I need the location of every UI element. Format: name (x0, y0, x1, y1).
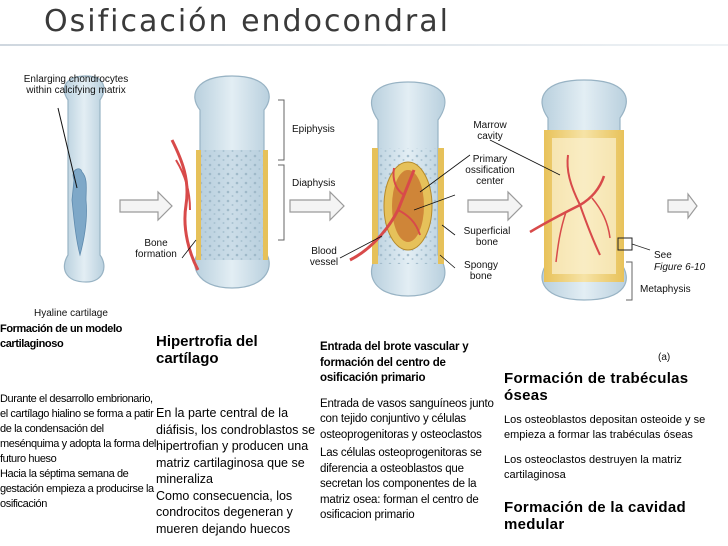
label-primary-center: Primary ossification center (456, 154, 524, 187)
label-hyaline: Hyaline cartilage (34, 308, 108, 319)
stage1-bone (58, 76, 104, 282)
label-metaphysis: Metaphysis (640, 284, 691, 295)
arrow-2 (290, 192, 344, 220)
col1-heading: Formación de un modelo cartilaginoso (0, 322, 158, 352)
col3-paragraph-2: Las células osteoprogenitoras se diferen… (320, 446, 506, 524)
col4-heading-1: Formación de trabéculas óseas (504, 370, 728, 404)
label-marrow-cavity: Marrow cavity (468, 120, 512, 142)
label-figure-ref: Figure 6-10 (654, 262, 705, 273)
page-title: Osificación endocondral (44, 4, 450, 39)
col3-paragraph-1: Entrada de vasos sanguíneos junto con te… (320, 397, 506, 444)
col1-paragraph-1: Durante el desarrollo embrionario, el ca… (0, 392, 158, 467)
arrow-1 (120, 192, 172, 220)
arrow-4 (668, 194, 697, 218)
label-epiphysis: Epiphysis (292, 124, 335, 135)
stage2-bone (172, 76, 269, 288)
column-trabeculas: Formación de trabéculas óseas Los osteob… (504, 370, 728, 533)
label-see: See (654, 250, 672, 261)
stage4-bone (490, 80, 650, 300)
label-enlarging: Enlarging chondrocytes within calcifying… (20, 74, 132, 96)
col3-heading: Entrada del brote vascular y formación d… (320, 340, 506, 387)
col2-paragraph-1: En la parte central de la diáfisis, los … (156, 405, 321, 488)
label-blood-vessel: Blood vessel (304, 246, 344, 268)
col4-paragraph-1: Los osteoblastos depositan osteoide y se… (504, 413, 728, 443)
column-brote-vascular: Entrada del brote vascular y formación d… (320, 340, 506, 524)
col1-paragraph-2: Hacia la séptima semana de gestación emp… (0, 467, 158, 512)
label-diaphysis: Diaphysis (292, 178, 335, 189)
stage3-bone (340, 82, 470, 296)
column-hipertrofia: Hipertrofia del cartílago En la parte ce… (156, 334, 321, 537)
arrow-3 (468, 192, 522, 220)
column-modelo-cartilaginoso: Formación de un modelo cartilaginoso Dur… (0, 322, 158, 512)
col2-paragraph-2: Como consecuencia, los condrocitos degen… (156, 488, 321, 538)
col4-heading-2: Formación de la cavidad medular (504, 499, 728, 533)
label-bone-formation: Bone formation (132, 238, 180, 260)
label-superficial-bone: Superficial bone (456, 226, 518, 248)
label-spongy-bone: Spongy bone (456, 260, 506, 282)
title-divider (0, 44, 728, 46)
col2-heading: Hipertrofia del cartílago (156, 334, 321, 367)
label-panel: (a) (658, 352, 670, 363)
col4-paragraph-2: Los osteoclastos destruyen la matriz car… (504, 453, 728, 483)
